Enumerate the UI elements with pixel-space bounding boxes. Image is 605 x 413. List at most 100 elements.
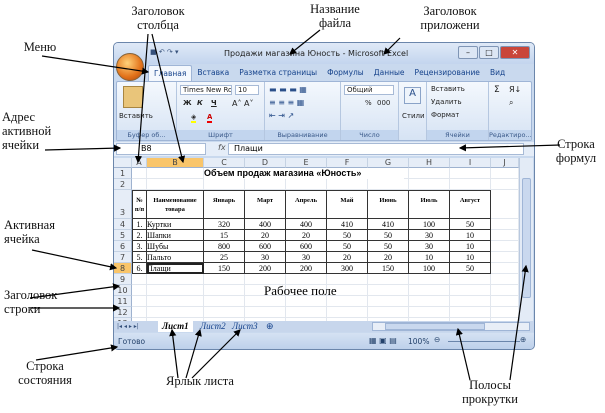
table-cell[interactable]: 10 <box>450 230 491 241</box>
table-cell[interactable]: 50 <box>450 219 491 230</box>
table-cell[interactable]: 30 <box>245 252 286 263</box>
formula-input[interactable]: Плащи <box>228 143 524 155</box>
cell[interactable] <box>450 307 491 318</box>
table-cell[interactable]: 10 <box>409 252 450 263</box>
table-header[interactable]: Март <box>245 190 286 219</box>
table-cell[interactable]: 150 <box>368 263 409 274</box>
vertical-scroll-thumb[interactable] <box>522 178 531 298</box>
cell[interactable] <box>491 241 519 252</box>
insert-sheet-icon[interactable]: ⊕ <box>266 321 274 331</box>
zoom-slider[interactable] <box>448 341 520 342</box>
tab-3[interactable]: Формулы <box>327 68 364 77</box>
cell[interactable] <box>409 285 450 296</box>
cell[interactable] <box>368 274 409 285</box>
table-cell[interactable]: 410 <box>368 219 409 230</box>
row-header-4[interactable]: 4 <box>114 219 132 230</box>
cell[interactable] <box>204 179 245 190</box>
number-format-select[interactable]: Общий <box>344 85 394 95</box>
cell[interactable] <box>245 318 286 321</box>
table-header[interactable]: Январь <box>204 190 245 219</box>
table-cell[interactable]: 20 <box>286 230 327 241</box>
find-icon[interactable]: ⌕ <box>509 98 514 107</box>
cell[interactable] <box>286 285 327 296</box>
table-header[interactable]: Август <box>450 190 491 219</box>
font-color-icon[interactable]: A <box>207 113 213 123</box>
thousands-button[interactable]: 000 <box>377 99 391 107</box>
cell[interactable] <box>132 307 147 318</box>
font-name-select[interactable]: Times New Ro <box>180 85 232 95</box>
autosum-button[interactable]: Σ <box>494 85 500 95</box>
cell[interactable] <box>245 307 286 318</box>
underline-button[interactable]: Ч <box>211 99 217 107</box>
cell[interactable] <box>368 179 409 190</box>
sheet-title[interactable]: Объем продаж магазина «Юность» <box>204 168 404 179</box>
column-header-J[interactable]: J <box>491 158 519 168</box>
row-header-7[interactable]: 7 <box>114 252 132 263</box>
column-header-D[interactable]: D <box>245 158 286 168</box>
table-header[interactable]: Июль <box>409 190 450 219</box>
tab-0[interactable]: Главная <box>148 65 193 81</box>
cell[interactable] <box>286 307 327 318</box>
sheet-tab-3[interactable]: Лист3 <box>232 321 258 331</box>
table-cell[interactable]: 320 <box>204 219 245 230</box>
cell[interactable] <box>450 168 491 179</box>
table-cell[interactable]: 400 <box>245 219 286 230</box>
office-button[interactable] <box>116 53 144 81</box>
table-cell[interactable]: 20 <box>368 252 409 263</box>
table-cell[interactable]: Куртки <box>147 219 204 230</box>
cell[interactable] <box>327 179 368 190</box>
fill-color-icon[interactable]: ◈ <box>191 113 197 123</box>
column-header-H[interactable]: H <box>409 158 450 168</box>
table-cell[interactable]: 200 <box>286 263 327 274</box>
cell[interactable] <box>409 168 450 179</box>
cell[interactable] <box>327 307 368 318</box>
cell[interactable] <box>491 296 519 307</box>
table-cell[interactable]: 15 <box>204 230 245 241</box>
cell[interactable] <box>491 307 519 318</box>
delete-cells-button[interactable]: Удалить <box>431 98 462 106</box>
table-cell[interactable]: 30 <box>409 230 450 241</box>
table-cell[interactable]: 800 <box>204 241 245 252</box>
cell[interactable] <box>286 274 327 285</box>
align-icons[interactable]: ▬ ▬ ▬ ▦ <box>269 85 307 94</box>
table-cell[interactable]: 10 <box>450 252 491 263</box>
cell[interactable] <box>245 285 286 296</box>
cell[interactable] <box>450 285 491 296</box>
select-all-corner[interactable] <box>114 158 132 168</box>
row-header-3[interactable]: 3 <box>114 190 132 219</box>
table-cell[interactable]: 410 <box>327 219 368 230</box>
zoom-in-icon[interactable]: ⊕ <box>520 335 527 344</box>
table-cell[interactable]: 1. <box>132 219 147 230</box>
table-cell[interactable]: 50 <box>327 230 368 241</box>
cell[interactable] <box>368 318 409 321</box>
cell[interactable] <box>491 285 519 296</box>
row-header-2[interactable]: 2 <box>114 179 132 190</box>
tab-4[interactable]: Данные <box>373 68 405 77</box>
table-header[interactable]: Май <box>327 190 368 219</box>
cell[interactable] <box>147 318 204 321</box>
table-cell[interactable]: 5. <box>132 252 147 263</box>
cell[interactable] <box>132 168 147 179</box>
cell[interactable] <box>132 285 147 296</box>
cell[interactable] <box>368 285 409 296</box>
italic-button[interactable]: К <box>197 99 203 107</box>
row-header-8[interactable]: 8 <box>114 263 132 274</box>
view-buttons[interactable]: ▦ ▣ ▤ <box>369 336 397 345</box>
table-cell[interactable]: Шубы <box>147 241 204 252</box>
horizontal-scrollbar[interactable] <box>372 322 530 331</box>
table-cell[interactable]: 100 <box>409 219 450 230</box>
column-header-F[interactable]: F <box>327 158 368 168</box>
row-header-12[interactable]: 12 <box>114 307 132 318</box>
maximize-button[interactable]: □ <box>479 46 499 59</box>
cell[interactable] <box>450 274 491 285</box>
cell[interactable] <box>132 274 147 285</box>
insert-cells-button[interactable]: Вставить <box>431 85 465 93</box>
cell[interactable] <box>245 274 286 285</box>
tab-2[interactable]: Разметка страницы <box>239 68 318 77</box>
cell[interactable] <box>286 179 327 190</box>
column-header-E[interactable]: E <box>286 158 327 168</box>
cell[interactable] <box>491 230 519 241</box>
cell[interactable] <box>245 179 286 190</box>
cell[interactable] <box>147 307 204 318</box>
fx-icon[interactable]: fx <box>218 143 226 152</box>
